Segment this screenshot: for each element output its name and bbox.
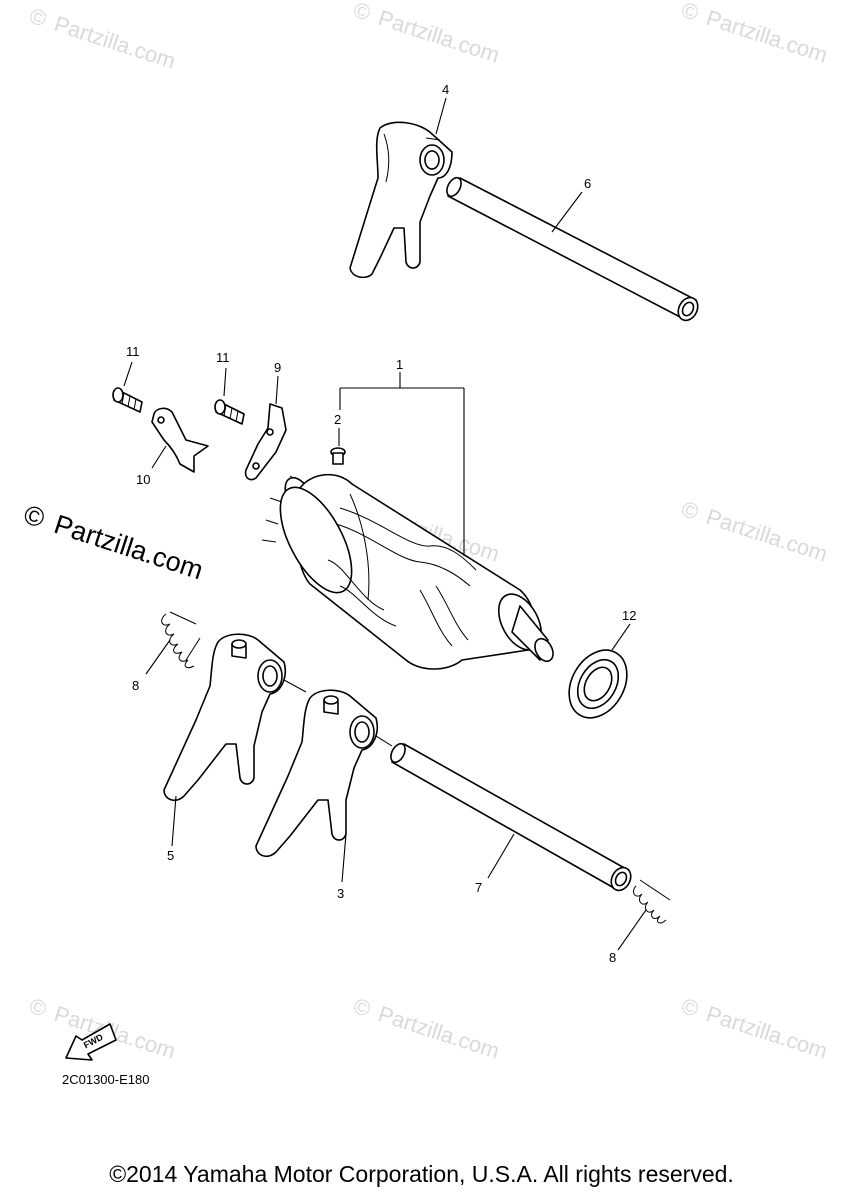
spring-8b (633, 879, 671, 924)
screw-11b (214, 399, 245, 425)
dowel-pin-2 (330, 447, 346, 465)
callout-8a: 8 (132, 678, 139, 693)
segment-plate-9 (244, 403, 287, 481)
callout-2: 2 (334, 412, 341, 427)
svg-text:©: © (678, 993, 701, 1022)
svg-text:©: © (678, 496, 701, 525)
screw-11a (112, 387, 143, 413)
watermark: ©Partzilla.com (678, 0, 830, 68)
leader-lines (123, 97, 647, 951)
callout-labels: 4 6 1 2 9 11 11 10 12 8 5 3 7 8 (126, 82, 636, 965)
callout-8b: 8 (609, 950, 616, 965)
watermark-main: ©Partzilla.com (20, 499, 207, 585)
shift-fork-shaft-6 (446, 176, 699, 322)
svg-text:Partzilla.com: Partzilla.com (703, 5, 830, 68)
axis-line (283, 679, 393, 747)
shift-fork-5 (163, 633, 286, 802)
callout-4: 4 (442, 82, 449, 97)
callout-7: 7 (475, 880, 482, 895)
svg-text:©: © (350, 993, 373, 1022)
diagram-code: 2C01300-E180 (62, 1072, 150, 1087)
shift-drum-1 (261, 473, 554, 670)
svg-text:©: © (678, 0, 701, 26)
stopper-plate-10 (151, 407, 209, 473)
callout-5: 5 (167, 848, 174, 863)
callout-10: 10 (136, 472, 150, 487)
watermark: ©Partzilla.com (350, 993, 502, 1064)
callout-12: 12 (622, 608, 636, 623)
callout-11a: 11 (126, 344, 140, 359)
callout-11b: 11 (216, 350, 230, 365)
svg-text:Partzilla.com: Partzilla.com (375, 1001, 502, 1064)
callout-9: 9 (274, 360, 281, 375)
svg-text:Partzilla.com: Partzilla.com (51, 11, 178, 74)
copyright-notice: ©2014 Yamaha Motor Corporation, U.S.A. A… (109, 1161, 734, 1187)
callout-1: 1 (396, 357, 403, 372)
watermark: ©Partzilla.com (350, 0, 502, 68)
bearing-12 (568, 649, 628, 719)
svg-text:Partzilla.com: Partzilla.com (375, 5, 502, 68)
svg-text:©: © (26, 3, 49, 32)
watermark: ©Partzilla.com (678, 496, 830, 567)
shift-fork-3 (255, 689, 378, 858)
watermark: ©Partzilla.com (26, 3, 178, 74)
shift-fork-4 (349, 121, 453, 279)
svg-text:©: © (26, 993, 49, 1022)
svg-text:Partzilla.com: Partzilla.com (703, 1001, 830, 1064)
watermark: ©Partzilla.com (678, 993, 830, 1064)
callout-6: 6 (584, 176, 591, 191)
svg-text:Partzilla.com: Partzilla.com (51, 509, 207, 585)
fwd-arrow-icon: FWD (65, 1023, 117, 1061)
svg-text:©: © (350, 0, 373, 26)
shift-fork-shaft-7 (390, 742, 632, 892)
callout-3: 3 (337, 886, 344, 901)
svg-text:©: © (20, 499, 48, 534)
svg-text:Partzilla.com: Partzilla.com (703, 504, 830, 567)
spring-8a (161, 611, 201, 669)
